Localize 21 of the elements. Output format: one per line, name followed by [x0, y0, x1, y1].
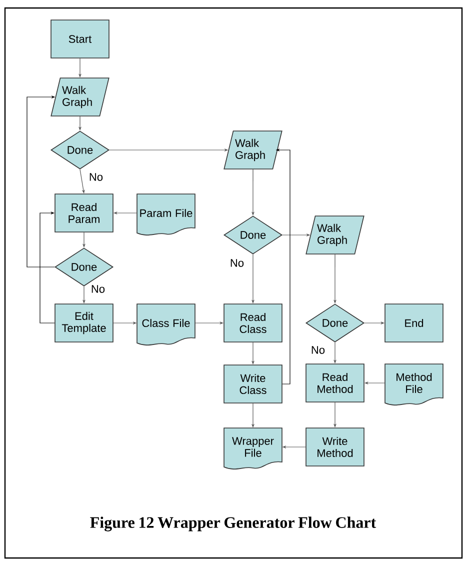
document-box: Wrapper File	[224, 428, 282, 470]
process-box: Write Class	[224, 364, 282, 404]
process-box: Edit Template	[54, 304, 114, 342]
process-box: Write Method	[306, 428, 364, 466]
document-box: Method File	[384, 364, 444, 406]
data-parallelogram: Walk Graph	[224, 130, 282, 170]
edge-label: No	[88, 172, 104, 182]
data-parallelogram: Walk Graph	[50, 78, 110, 116]
process-box: End	[384, 304, 444, 342]
edge-label: No	[310, 345, 326, 355]
process-box: Read Class	[224, 304, 282, 342]
data-parallelogram: Walk Graph	[306, 216, 364, 254]
document-box: Class File	[136, 304, 196, 346]
process-box: Start	[50, 20, 110, 58]
caption: Figure 12 Wrapper Generator Flow Chart	[90, 516, 376, 532]
arrow	[40, 211, 55, 324]
process-box: Read Method	[306, 364, 364, 402]
process-box: Read Param	[54, 194, 114, 232]
edge-label: No	[228, 258, 246, 268]
document-box: Param File	[136, 194, 196, 236]
edge-label: No	[90, 284, 106, 294]
